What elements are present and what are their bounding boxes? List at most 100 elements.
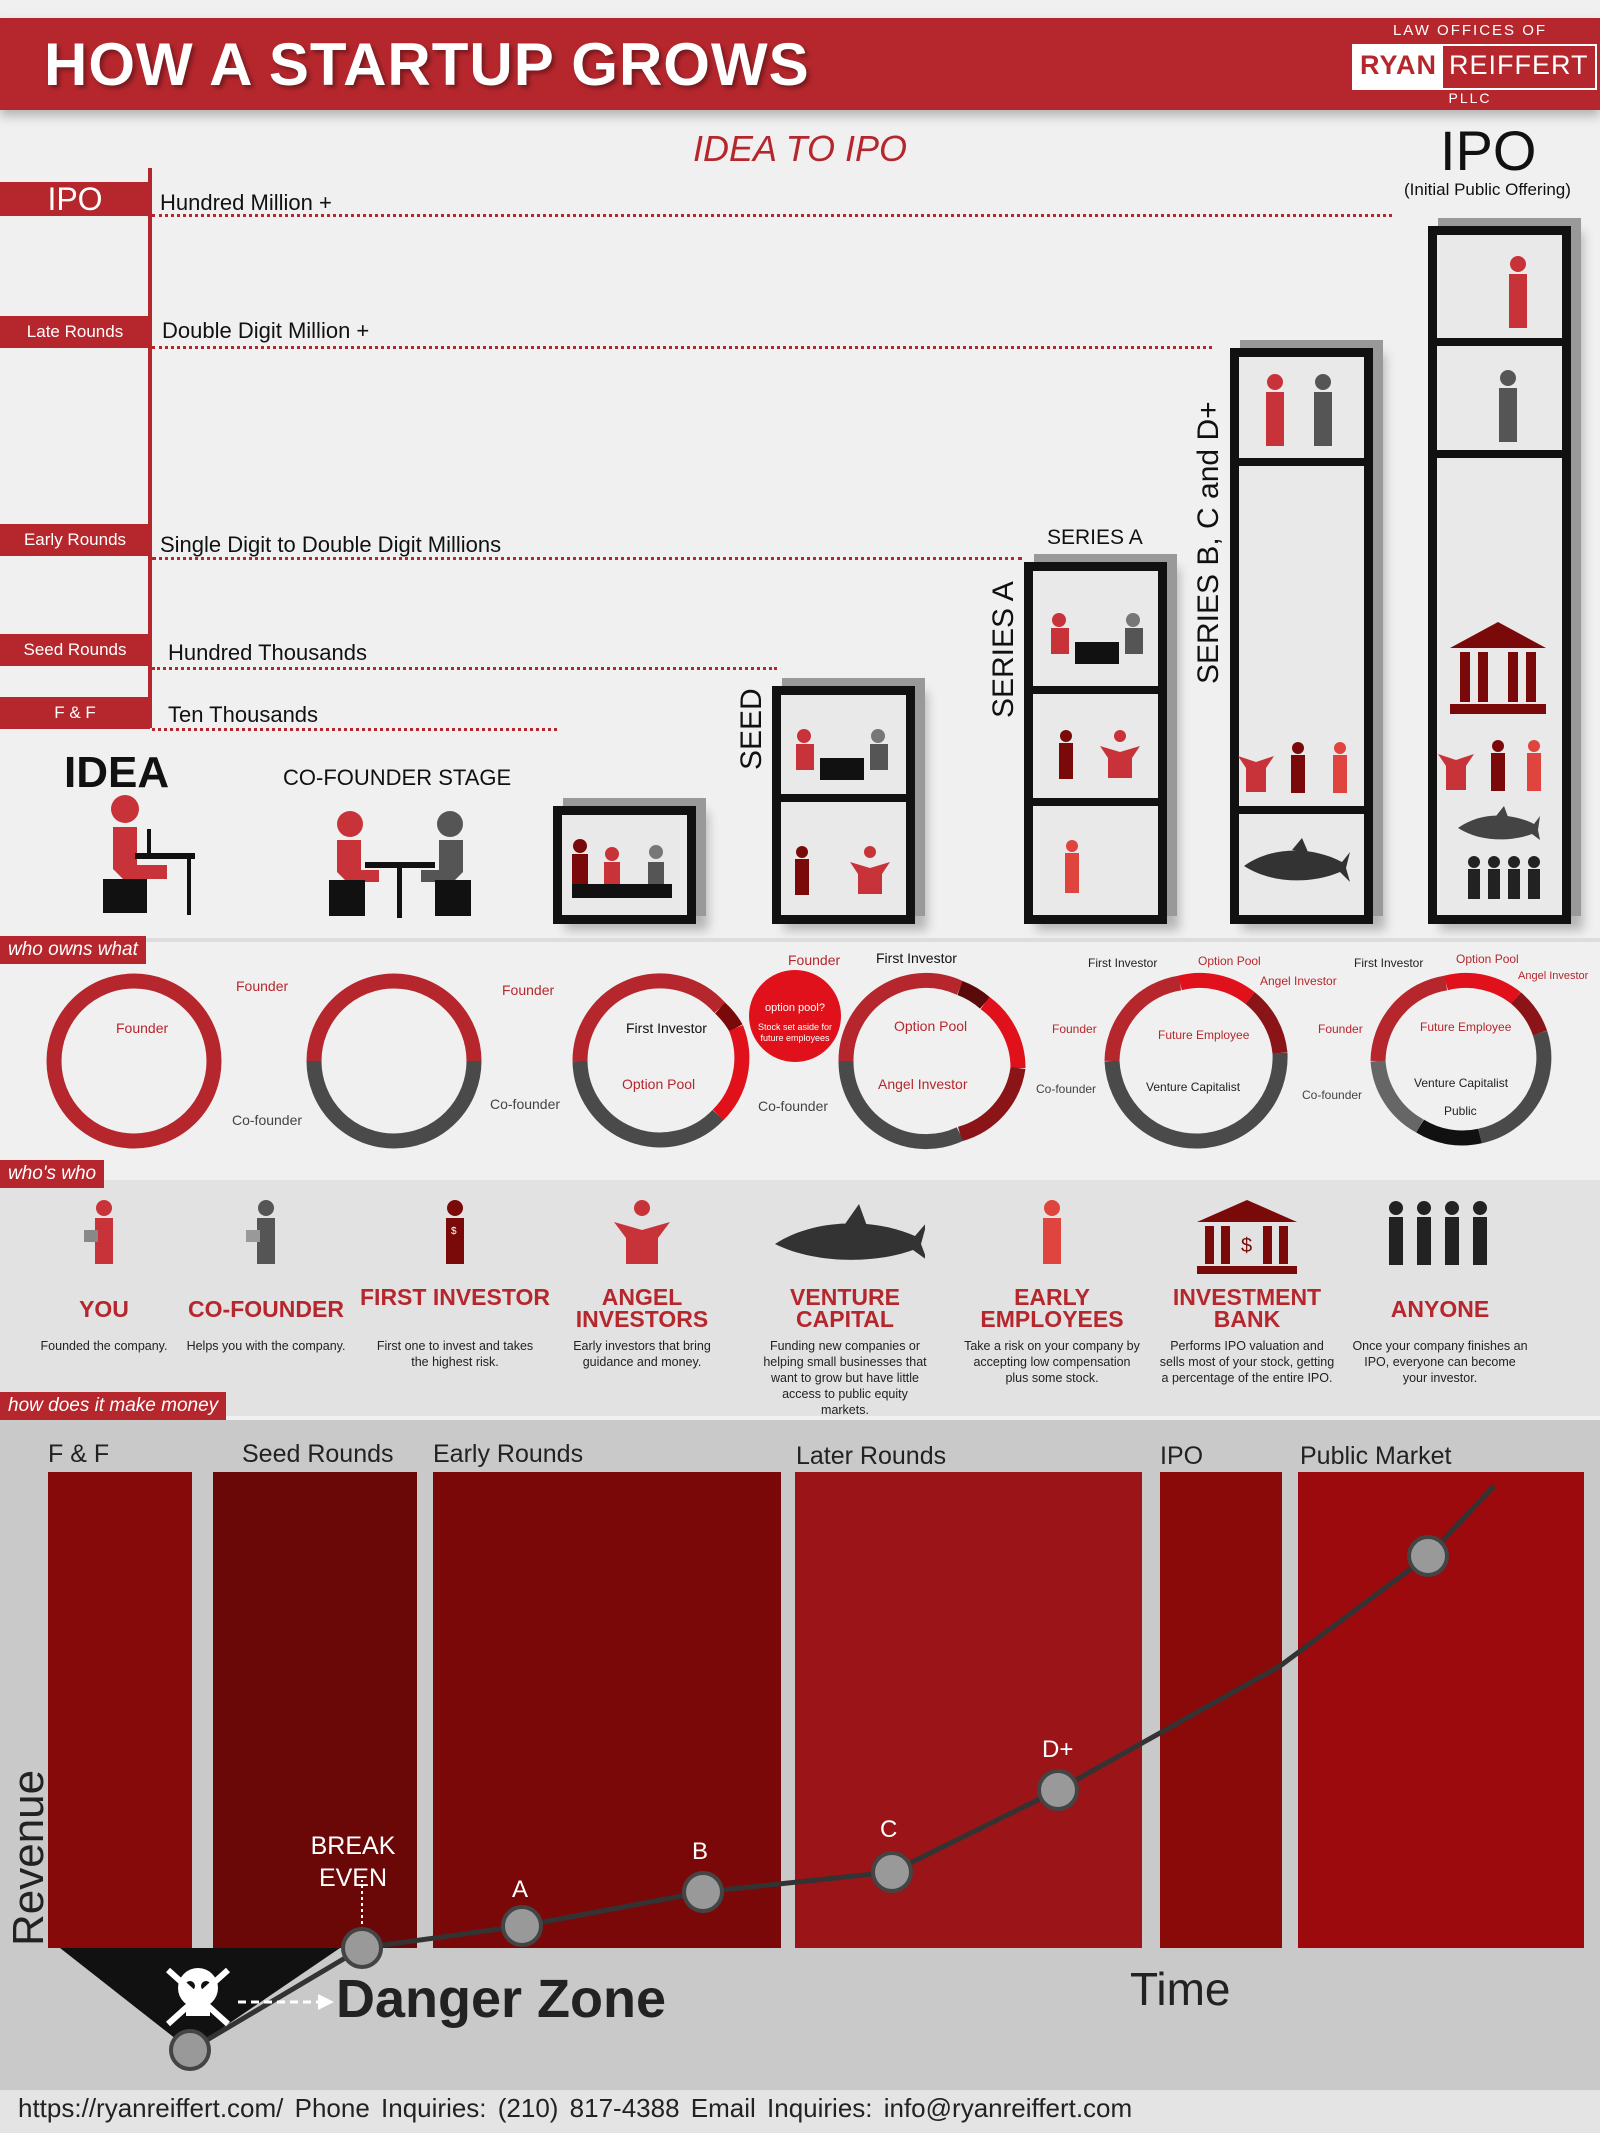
shelf-ipo-investors <box>1438 740 1541 791</box>
donut3-first-investor-label: First Investor <box>626 1020 707 1036</box>
level-line-ff <box>152 728 557 731</box>
shelf-ipo-bank-icon <box>1450 622 1546 714</box>
donut5-venture-capitalist-label: Venture Capitalist <box>1146 1080 1241 1094</box>
level-line-late <box>152 346 1212 349</box>
whos-who-title-0: YOU <box>79 1296 129 1322</box>
angel-person-icon <box>614 1200 670 1264</box>
level-amount-ff: Ten Thousands <box>168 702 319 727</box>
donut3-founder-label: Founder <box>502 982 555 998</box>
funding-axis <box>148 168 152 728</box>
whos-who-title-5: EARLY EMPLOYEES <box>980 1284 1124 1332</box>
bank-icon: $ <box>1197 1200 1297 1274</box>
idea-founder-figure <box>103 795 195 915</box>
subtitle: IDEA TO IPO <box>692 128 908 169</box>
whos-who-title-3: ANGEL INVESTORS <box>575 1284 709 1332</box>
shelf-ipo-founder <box>1509 256 1527 328</box>
donut5-cofounder-label: Co-founder <box>1036 1082 1097 1096</box>
donut5-first-investor-label: First Investor <box>1088 956 1158 970</box>
donut6-cofounder-label: Co-founder <box>1302 1088 1363 1102</box>
shelf-ff-people <box>572 839 672 898</box>
donut4-first-investor-label: First Investor <box>876 950 957 966</box>
crowd-icon <box>1389 1201 1487 1265</box>
level-tag-late: Late Rounds <box>0 316 150 348</box>
money-col-label-ipo: IPO <box>1160 1442 1204 1470</box>
whos-who-desc-0: Founded the company. <box>40 1339 168 1353</box>
level-amount-late: Double Digit Million + <box>162 318 370 343</box>
point-d-label: D+ <box>1042 1736 1074 1763</box>
level-tag-ipo: IPO <box>0 182 150 216</box>
shelf-bcd-divider-2 <box>1230 806 1373 814</box>
section-tag-money: how does it make money <box>0 1392 227 1420</box>
level-tag-ff: F & F <box>0 697 150 729</box>
donut6-angel-investor-label: Angel Investor <box>1518 970 1589 982</box>
donut1-founder-label: Founder <box>116 1020 169 1036</box>
stage-seed-label: SEED <box>735 688 768 770</box>
donut5-angel-investor-label: Angel Investor <box>1260 974 1337 988</box>
level-amount-early: Single Digit to Double Digit Millions <box>160 532 502 557</box>
shelf-bcd-shark-icon <box>1244 838 1350 882</box>
level-tag-seed: Seed Rounds <box>0 634 150 666</box>
shelf-ipo-divider-1 <box>1428 338 1571 346</box>
donut2-cofounder-label: Co-founder <box>232 1112 303 1128</box>
shelf-series-a-investors <box>1059 730 1140 779</box>
revenue-axis-label: Revenue <box>4 1769 53 1946</box>
level-tag-early: Early Rounds <box>0 524 150 556</box>
option-pool-bubble-title: option pool? <box>765 1002 825 1014</box>
danger-zone-label: Danger Zone <box>336 1969 667 2029</box>
section-tag-owns: who owns what <box>0 936 146 964</box>
section-divider-owns <box>0 938 1600 942</box>
donut2-founder-label: Founder <box>236 978 289 994</box>
donut4-cofounder-label: Co-founder <box>758 1098 829 1114</box>
whos-who-title-4: VENTURE CAPITAL <box>790 1284 900 1332</box>
stage-idea-label: IDEA <box>64 748 170 797</box>
donut4-angel-investor-label: Angel Investor <box>878 1076 968 1092</box>
money-col-ff <box>48 1472 192 1948</box>
shark-icon <box>775 1204 925 1260</box>
section-tag-who: who's who <box>0 1160 105 1188</box>
footer-contact-text: https://ryanreiffert.com/ Phone Inquirie… <box>18 2093 1133 2123</box>
whos-who-desc-5: Take a risk on your company by accepting… <box>964 1339 1140 1385</box>
stage-cofounder-label: CO-FOUNDER STAGE <box>283 765 512 790</box>
donut6-first-investor-label: First Investor <box>1354 956 1424 970</box>
level-line-early <box>152 557 1022 560</box>
whos-who-desc-4: Funding new companies or helping small b… <box>763 1339 927 1417</box>
shelf-series-a-employee <box>1065 840 1079 893</box>
money-col-seed <box>213 1472 417 1948</box>
option-pool-bubble-text: Stock set aside for future employees <box>757 1022 833 1043</box>
stage-series-a-top-label: SERIES A <box>1047 526 1143 549</box>
money-col-early <box>433 1472 781 1948</box>
level-line-seed <box>152 667 777 670</box>
shelf-series-a-divider-2 <box>1024 798 1167 806</box>
donut5-founder-label: Founder <box>1052 1022 1097 1036</box>
whos-who-title-7: ANYONE <box>1390 1296 1490 1322</box>
time-axis-label: Time <box>1130 1963 1231 2015</box>
whos-who-desc-1: Helps you with the company. <box>186 1339 346 1353</box>
page-title: HOW A STARTUP GROWS <box>44 31 810 98</box>
person-laptop-red-icon <box>84 1200 113 1264</box>
cofounder-figure <box>329 811 471 918</box>
money-col-label-public: Public Market <box>1300 1442 1452 1470</box>
point-a-label: A <box>512 1876 529 1903</box>
donut4-option-pool-label: Option Pool <box>894 1018 968 1034</box>
money-col-ipo <box>1160 1472 1282 1948</box>
shelf-ipo-cofounder <box>1499 370 1517 442</box>
donut6-future-employee-label: Future Employee <box>1420 1020 1512 1034</box>
whos-who-desc-2: First one to invest and takes the highes… <box>376 1339 534 1369</box>
shelf-series-a <box>1024 562 1167 924</box>
person-red-icon <box>1043 1200 1061 1264</box>
stage-ipo-label: IPO <box>1440 119 1537 182</box>
shelf-bcd-founders <box>1266 374 1332 446</box>
donut5-option-pool-label: Option Pool <box>1198 954 1261 968</box>
footer-bar <box>0 2090 1600 2133</box>
whos-who-desc-6: Performs IPO valuation and sells most of… <box>1159 1339 1335 1385</box>
level-amount-ipo: Hundred Million + <box>160 190 332 215</box>
donut6-venture-capitalist-label: Venture Capitalist <box>1414 1076 1509 1090</box>
law-offices-text: LAW OFFICES OF <box>1392 22 1548 39</box>
shelf-ipo-crowd-icon <box>1468 856 1540 899</box>
donut6-public-label: Public <box>1444 1104 1477 1118</box>
stage-series-bcd-label: SERIES B, C and D+ <box>1192 401 1225 684</box>
header-banner <box>0 18 1600 110</box>
person-dollar-icon: $ <box>446 1200 464 1264</box>
shelf-series-a-divider-1 <box>1024 686 1167 694</box>
ownership-donuts <box>46 970 1552 1150</box>
